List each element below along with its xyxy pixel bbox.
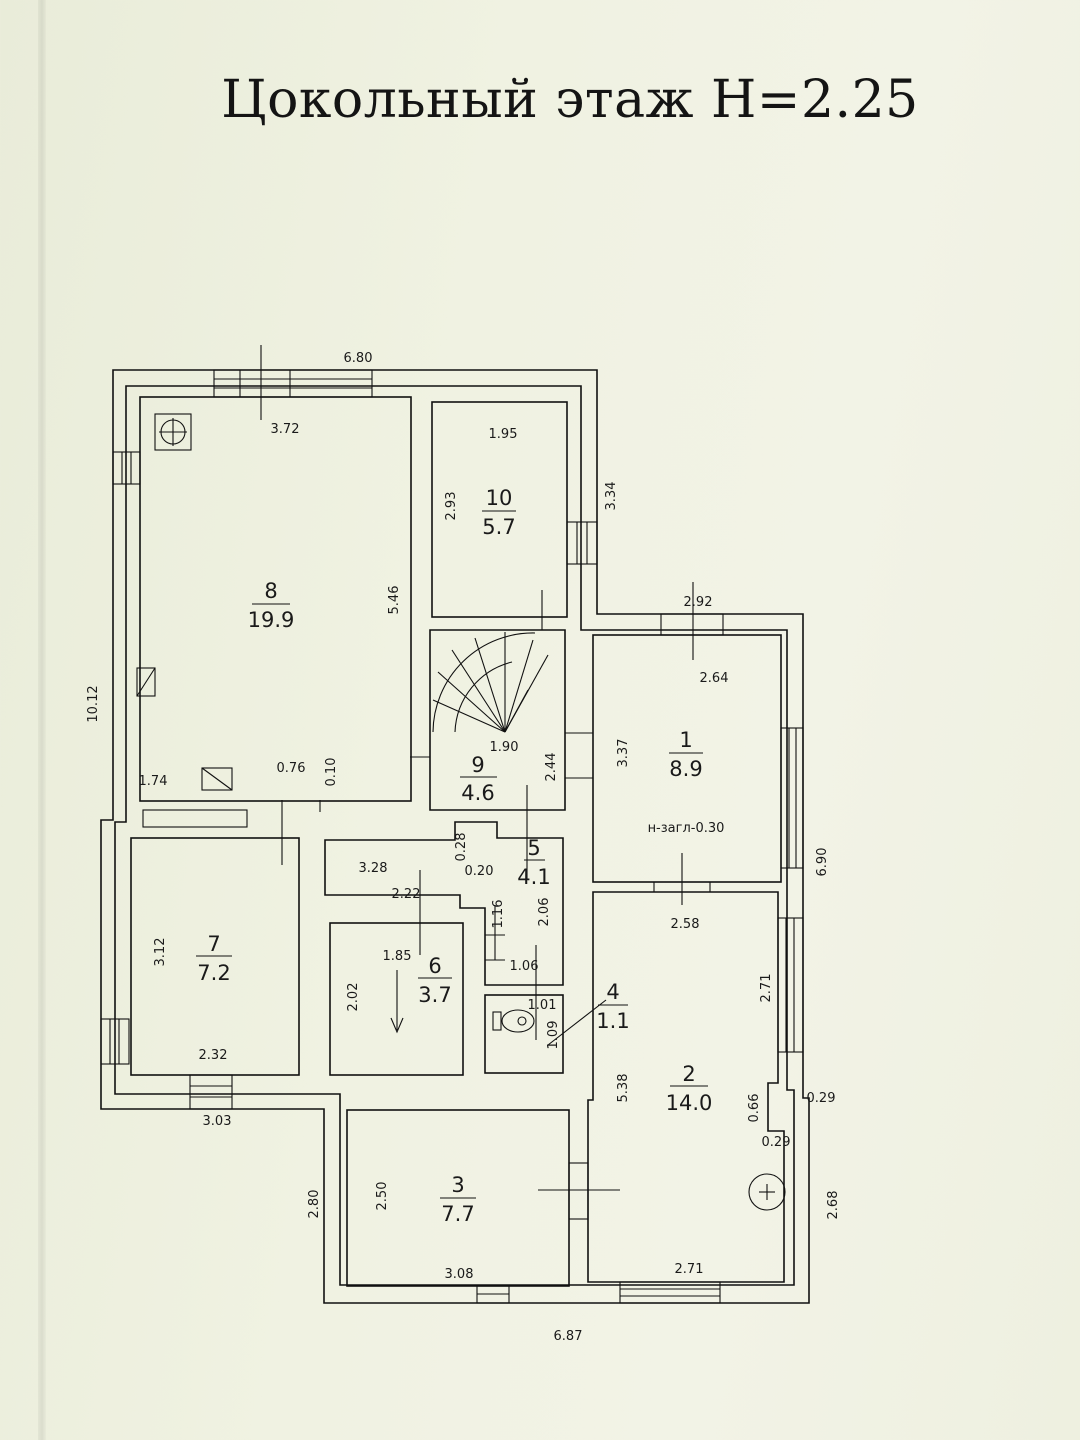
dim-r8-height: 5.46	[387, 586, 402, 615]
drain-icon	[748, 1173, 786, 1211]
dim-corr-328: 3.28	[359, 861, 388, 876]
room-8-number: 8	[264, 579, 277, 603]
window-left-lower	[100, 1018, 130, 1065]
dim-right-lower: 2.68	[826, 1191, 841, 1220]
room-10-area: 5.7	[482, 515, 515, 539]
floor-level-note: н-загл-0.30	[648, 821, 725, 836]
dim-r4-109: 1.09	[546, 1021, 561, 1050]
room-9-outline	[429, 629, 566, 811]
chimney-icon	[136, 667, 156, 697]
dim-r2-029a: 0.29	[807, 1091, 836, 1106]
room-10-outline	[431, 401, 568, 618]
room-1-number: 1	[679, 728, 692, 752]
dim-r7-312: 3.12	[153, 938, 168, 967]
dim-wall-028: 0.28	[454, 833, 469, 862]
room-2-area: 14.0	[666, 1091, 713, 1115]
room-9-number: 9	[471, 753, 484, 777]
dim-r10-height: 2.93	[444, 492, 459, 521]
room-8-area: 19.9	[248, 608, 295, 632]
room-4-number: 4	[606, 980, 619, 1004]
room-3-number: 3	[451, 1173, 464, 1197]
dim-r8-width: 3.72	[271, 422, 300, 437]
dim-r6-185: 1.85	[383, 949, 412, 964]
window-left-upper	[112, 451, 141, 485]
dim-r5-116: 1.16	[491, 900, 506, 929]
room-3-area: 7.7	[441, 1202, 474, 1226]
room-6-outline	[329, 922, 464, 1076]
window-room-1-right	[780, 727, 804, 869]
dim-wall-010: 0.10	[324, 758, 339, 787]
room-2-number: 2	[682, 1062, 695, 1086]
dim-overall-left: 10.12	[86, 685, 101, 722]
room-10-number: 10	[486, 486, 513, 510]
dim-r3-308: 3.08	[445, 1267, 474, 1282]
window-top	[213, 369, 373, 398]
spiral-stair-icon	[432, 590, 549, 733]
room-5-area: 4.1	[517, 865, 550, 889]
dim-r5-106: 1.06	[510, 959, 539, 974]
dim-r2-029b: 0.29	[762, 1135, 791, 1150]
dim-r7-232: 2.32	[199, 1048, 228, 1063]
room-5-number: 5	[527, 836, 540, 860]
dim-r2-538: 5.38	[616, 1074, 631, 1103]
room-6-area: 3.7	[418, 983, 451, 1007]
dim-left-lower: 2.80	[307, 1190, 322, 1219]
window-room-7-bottom	[189, 1074, 233, 1110]
room-9-area: 4.6	[461, 781, 494, 805]
window-room-2-right	[777, 917, 804, 1053]
dim-r8-small: 1.74	[139, 774, 168, 789]
dim-r2-271-bottom: 2.71	[675, 1262, 704, 1277]
dim-r4-101: 1.01	[528, 998, 557, 1013]
window-room-10	[566, 521, 598, 565]
dim-corr-222: 2.22	[392, 887, 421, 902]
corridor-outline	[324, 821, 564, 986]
dim-r10-width: 1.95	[489, 427, 518, 442]
dim-overall-bottom: 6.87	[554, 1329, 583, 1344]
dim-wall-076: 0.76	[277, 761, 306, 776]
window-room-2-bottom	[619, 1281, 721, 1304]
dim-overall-top: 6.80	[344, 351, 373, 366]
room-1-area: 8.9	[669, 757, 702, 781]
dim-r5-206: 2.06	[537, 898, 552, 927]
dim-r9-width: 1.90	[490, 740, 519, 755]
room-6-number: 6	[428, 954, 441, 978]
dim-r9-height: 2.44	[544, 753, 559, 782]
dim-r1-height: 3.37	[616, 739, 631, 768]
dim-r2-066: 0.66	[747, 1094, 762, 1123]
dim-r3-250: 2.50	[375, 1182, 390, 1211]
boiler-icon	[201, 767, 233, 791]
toilet-icon	[492, 1009, 535, 1033]
room-4-area: 1.1	[596, 1009, 629, 1033]
dim-r1-width: 2.64	[700, 671, 729, 686]
dim-r2-271-top: 2.71	[759, 974, 774, 1003]
window-room-3-bottom	[476, 1285, 510, 1304]
dim-r2-258: 2.58	[671, 917, 700, 932]
dim-right-upper: 3.34	[604, 482, 619, 511]
page-title: Цокольный этаж H=2.25	[221, 70, 919, 130]
paper-fold-shadow	[38, 0, 46, 1440]
room-7-area: 7.2	[197, 961, 230, 985]
dim-wall-020: 0.20	[465, 864, 494, 879]
room-7-number: 7	[207, 932, 220, 956]
window-room-1-top	[660, 613, 724, 636]
ventilation-icon	[154, 413, 192, 451]
dim-r1-top: 2.92	[684, 595, 713, 610]
dim-r6-202: 2.02	[346, 983, 361, 1012]
dim-r7-303: 3.03	[203, 1114, 232, 1129]
dim-right-middle: 6.90	[815, 848, 830, 877]
outer-wall-outer	[100, 369, 810, 1304]
outer-wall-inner	[114, 385, 795, 1286]
